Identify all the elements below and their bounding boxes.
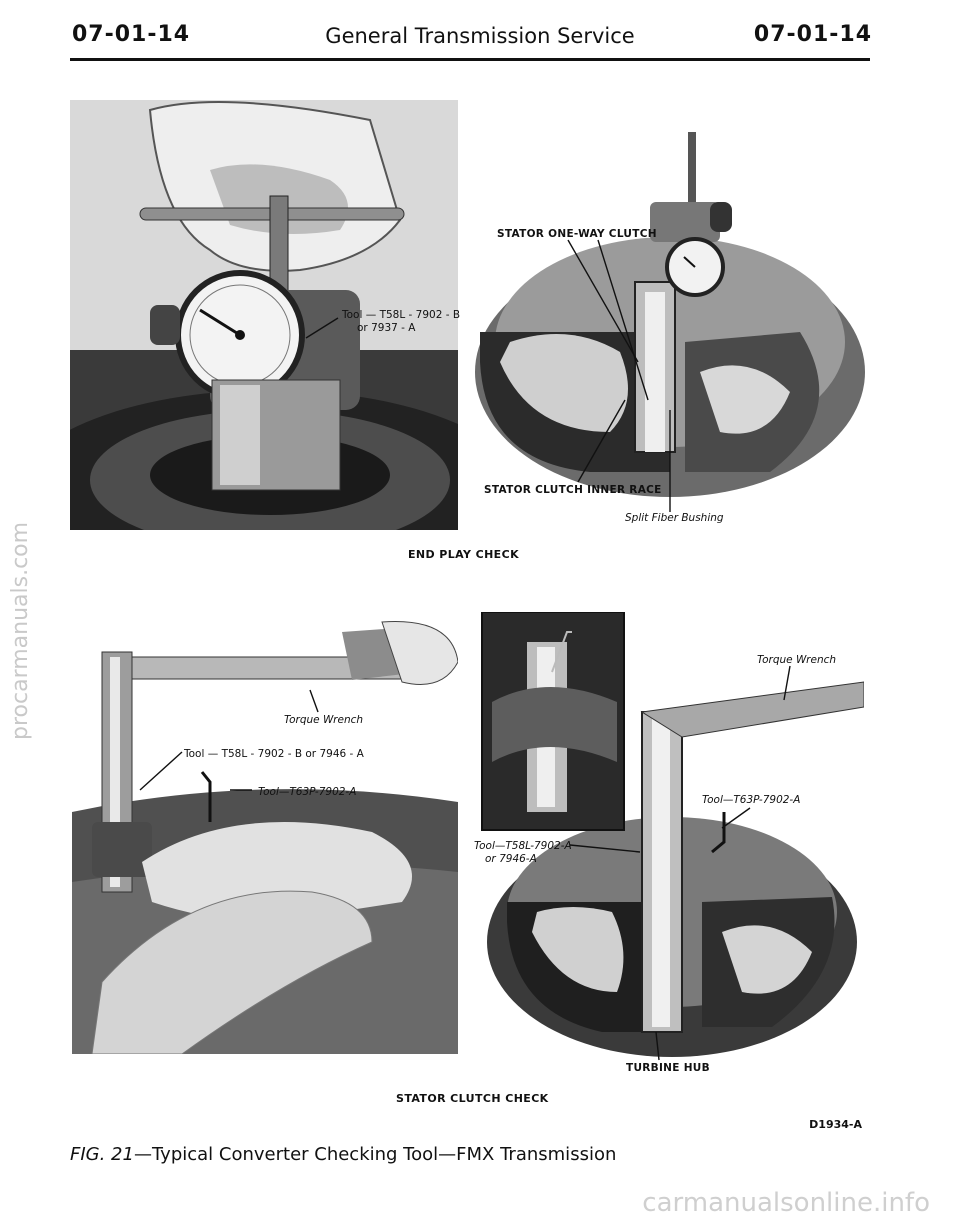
figure-number: FIG. 21: [70, 1144, 134, 1165]
label-split-fiber-bushing: Split Fiber Bushing: [625, 512, 724, 524]
figure-caption-text: —Typical Converter Checking Tool—FMX Tra…: [133, 1144, 617, 1165]
label-tool-t58l-7902-a: Tool—T58L-7902-A: [474, 840, 572, 852]
label-tool-t58l-7902-b-or-7946-a: Tool — T58L - 7902 - B or 7946 - A: [184, 748, 364, 760]
label-torque-wrench-right: Torque Wrench: [757, 654, 837, 666]
caption-end-play-check: END PLAY CHECK: [408, 548, 519, 561]
label-torque-wrench-left: Torque Wrench: [284, 714, 364, 726]
label-stator-one-way-clutch: STATOR ONE-WAY CLUTCH: [497, 228, 657, 240]
label-tool-t63p-right: Tool—T63P-7902-A: [702, 794, 801, 806]
label-turbine-hub: TURBINE HUB: [626, 1062, 710, 1074]
side-watermark: procarmanuals.com: [8, 521, 33, 740]
label-tool-t63p-left: Tool—T63P-7902-A: [258, 786, 357, 798]
label-or-7946-a: or 7946-A: [485, 853, 537, 865]
end-play-photo-dial-indicator: [70, 100, 458, 530]
label-stator-clutch-inner-race: STATOR CLUTCH INNER RACE: [484, 484, 662, 496]
drawing-code: D1934-A: [809, 1118, 862, 1131]
label-tool-t58l-7902-b: Tool — T58L - 7902 - B: [342, 309, 461, 321]
end-play-photo-converter-cutaway: [470, 132, 865, 512]
page-number-right: 07-01-14: [753, 22, 872, 47]
label-or-7937-a: or 7937 - A: [357, 322, 416, 334]
header-rule: [70, 58, 870, 61]
caption-stator-clutch-check: STATOR CLUTCH CHECK: [396, 1092, 549, 1105]
bottom-watermark: carmanualsonline.info: [642, 1188, 930, 1218]
stator-check-photo-torque-wrench: [72, 602, 458, 1054]
stator-check-photo-converter-tools: [472, 612, 864, 1062]
figure-caption: FIG. 21—Typical Converter Checking Tool—…: [70, 1144, 616, 1165]
page-number-left: 07-01-14: [72, 22, 191, 47]
page-title: General Transmission Service: [325, 24, 635, 48]
